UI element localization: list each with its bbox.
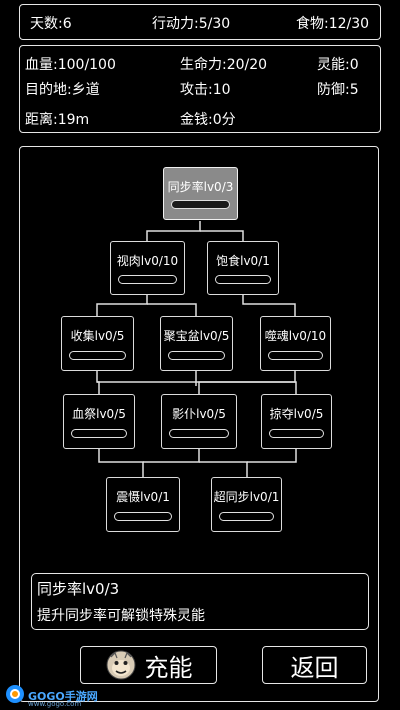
skill-detail-panel: 同步率lv0/3 提升同步率可解锁特殊灵能 <box>31 573 369 630</box>
skill-progress-bar <box>171 200 230 209</box>
skill-node-shadow[interactable]: 影仆lv0/5 <box>161 394 237 449</box>
defense-stat: 防御:5 <box>317 82 359 98</box>
skill-progress-bar <box>269 429 324 438</box>
skill-node-shock[interactable]: 震慑lv0/1 <box>106 477 180 532</box>
skill-label: 影仆lv0/5 <box>172 407 226 421</box>
detail-title: 同步率lv0/3 <box>37 580 120 598</box>
skill-label: 震慑lv0/1 <box>116 490 170 504</box>
watermark-brand: GOGO手游网 <box>28 690 98 703</box>
skill-progress-bar <box>71 429 127 438</box>
skill-progress-bar <box>268 351 323 360</box>
food-counter: 食物:12/30 <box>296 16 370 32</box>
skill-label: 噬魂lv0/10 <box>264 329 327 343</box>
skill-label: 同步率lv0/3 <box>167 180 234 194</box>
skill-node-viewmeat[interactable]: 视肉lv0/10 <box>110 241 185 295</box>
distance-stat: 距离:19m <box>25 112 90 128</box>
skill-node-gluttony[interactable]: 饱食lv0/1 <box>207 241 279 295</box>
skill-progress-bar <box>114 512 172 521</box>
money-stat: 金钱:0分 <box>180 112 236 128</box>
vitality-stat: 生命力:20/20 <box>180 57 268 73</box>
skill-node-collect[interactable]: 收集lv0/5 <box>61 316 134 371</box>
back-button-label: 返回 <box>290 653 339 682</box>
destination-stat: 目的地:乡道 <box>25 82 100 98</box>
charge-button-label: 充能 <box>144 653 193 682</box>
character-stats-panel: 血量:100/100 生命力:20/20 灵能:0 目的地:乡道 攻击:10 防… <box>19 45 381 133</box>
action-points: 行动力:5/30 <box>152 16 231 32</box>
skill-progress-bar <box>69 351 126 360</box>
detail-description: 提升同步率可解锁特殊灵能 <box>37 608 205 624</box>
skill-label: 聚宝盆lv0/5 <box>163 329 230 343</box>
skill-progress-bar <box>168 351 225 360</box>
skill-node-soul[interactable]: 噬魂lv0/10 <box>260 316 331 371</box>
skill-label: 掠夺lv0/5 <box>269 407 324 421</box>
skill-node-plunder[interactable]: 掠夺lv0/5 <box>261 394 332 449</box>
skill-progress-bar <box>169 429 229 438</box>
attack-stat: 攻击:10 <box>180 82 231 98</box>
charge-button[interactable]: 充能 <box>80 646 217 684</box>
skill-label: 收集lv0/5 <box>70 329 125 343</box>
monkey-face-icon <box>105 649 137 681</box>
skill-node-treasure[interactable]: 聚宝盆lv0/5 <box>160 316 233 371</box>
top-status-bar: 天数:6 行动力:5/30 食物:12/30 <box>19 4 381 40</box>
skill-node-sync[interactable]: 同步率lv0/3 <box>163 167 238 220</box>
skill-progress-bar <box>118 275 177 284</box>
days-counter: 天数:6 <box>30 16 72 32</box>
spirit-stat: 灵能:0 <box>317 57 359 73</box>
hp-stat: 血量:100/100 <box>25 57 116 73</box>
skill-node-supersync[interactable]: 超同步lv0/1 <box>211 477 282 532</box>
skill-tree-panel <box>19 146 379 702</box>
skill-label: 视肉lv0/10 <box>116 254 179 268</box>
skill-label: 血祭lv0/5 <box>72 407 126 421</box>
skill-label: 饱食lv0/1 <box>216 254 270 268</box>
skill-node-bloodsac[interactable]: 血祭lv0/5 <box>63 394 135 449</box>
skill-label: 超同步lv0/1 <box>213 490 280 504</box>
watermark: GOGO手游网 <box>5 684 98 708</box>
watermark-url: www.gogo.com <box>28 700 82 708</box>
skill-progress-bar <box>219 512 274 521</box>
skill-progress-bar <box>215 275 271 284</box>
back-button[interactable]: 返回 <box>262 646 367 684</box>
gogo-logo-icon <box>5 684 25 708</box>
